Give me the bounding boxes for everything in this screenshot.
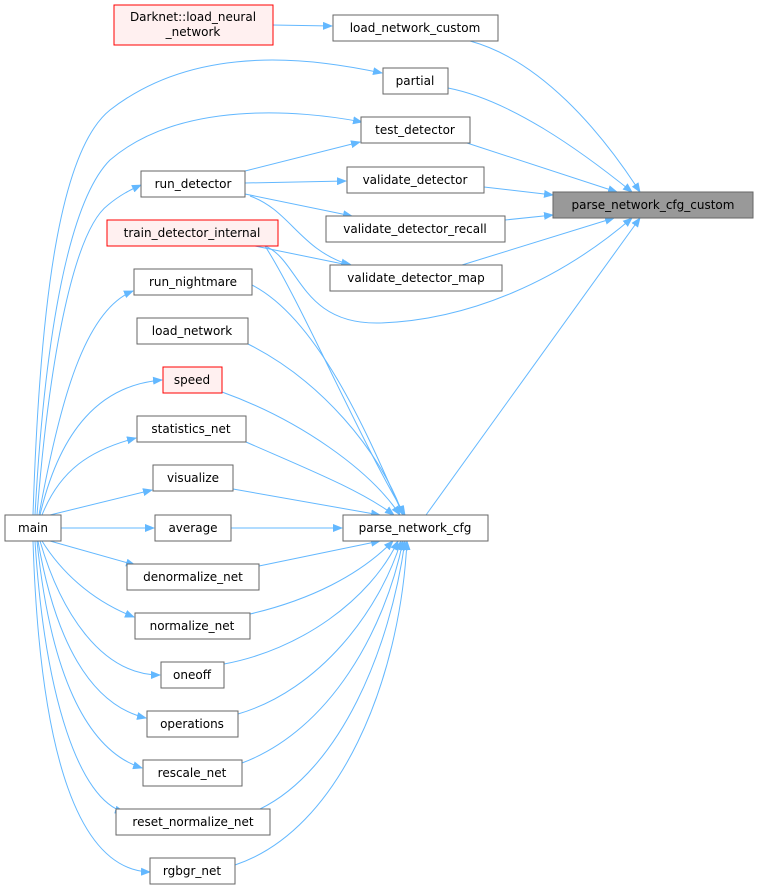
edge bbox=[232, 488, 381, 518]
edge bbox=[469, 40, 641, 193]
edge bbox=[425, 217, 641, 516]
svg-text:reset_normalize_net: reset_normalize_net bbox=[132, 815, 253, 829]
node-speed[interactable]: speed bbox=[162, 366, 223, 394]
edge bbox=[244, 193, 353, 219]
svg-text:partial: partial bbox=[396, 74, 435, 88]
node-train-detector-internal[interactable]: train_detector_internal bbox=[106, 219, 279, 247]
svg-text:oneoff: oneoff bbox=[173, 668, 212, 682]
edge bbox=[461, 216, 615, 266]
svg-text:run_nightmare: run_nightmare bbox=[149, 275, 237, 289]
edge bbox=[49, 488, 153, 516]
svg-text:test_detector: test_detector bbox=[375, 123, 455, 137]
node-validate-detector-map[interactable]: validate_detector_map bbox=[329, 264, 503, 292]
svg-text:validate_detector_recall: validate_detector_recall bbox=[343, 222, 487, 236]
edge bbox=[249, 540, 394, 615]
edge bbox=[247, 343, 404, 516]
node-rescale-net[interactable]: rescale_net bbox=[142, 759, 243, 787]
edge bbox=[32, 59, 383, 516]
edge bbox=[447, 87, 633, 193]
edge bbox=[41, 436, 137, 516]
node-run-detector[interactable]: run_detector bbox=[140, 170, 246, 198]
svg-text:parse_network_cfg_custom: parse_network_cfg_custom bbox=[572, 198, 735, 212]
edge bbox=[41, 540, 135, 618]
node-oneoff[interactable]: oneoff bbox=[160, 661, 225, 689]
edge bbox=[264, 245, 406, 516]
node-load-network[interactable]: load_network bbox=[136, 317, 249, 345]
edge bbox=[38, 290, 134, 516]
svg-text:main: main bbox=[18, 521, 48, 535]
node-reset-normalize-net[interactable]: reset_normalize_net bbox=[115, 808, 271, 836]
edge bbox=[251, 284, 404, 516]
edge bbox=[244, 140, 361, 172]
edge bbox=[37, 540, 147, 720]
edge bbox=[237, 540, 403, 715]
edge bbox=[49, 540, 136, 567]
edge bbox=[258, 538, 381, 567]
svg-text:Darknet::load_neural: Darknet::load_neural bbox=[130, 10, 256, 24]
node-partial[interactable]: partial bbox=[382, 67, 449, 95]
svg-text:run_detector: run_detector bbox=[155, 177, 232, 191]
svg-text:load_network: load_network bbox=[152, 324, 232, 338]
edge bbox=[36, 184, 142, 516]
edge bbox=[504, 211, 554, 221]
node-parse-network-cfg-custom[interactable]: parse_network_cfg_custom bbox=[552, 191, 754, 219]
svg-text:average: average bbox=[168, 521, 217, 535]
svg-text:rgbgr_net: rgbgr_net bbox=[163, 864, 221, 878]
svg-text:load_network_custom: load_network_custom bbox=[350, 21, 481, 35]
node-run-nightmare[interactable]: run_nightmare bbox=[133, 268, 253, 296]
edge bbox=[34, 540, 125, 814]
edge bbox=[271, 21, 333, 30]
edge bbox=[249, 195, 351, 267]
edge bbox=[241, 540, 406, 764]
edges bbox=[32, 21, 641, 876]
svg-text:train_detector_internal: train_detector_internal bbox=[124, 226, 261, 240]
nodes: Darknet::load_neural _network load_netwo… bbox=[4, 4, 754, 885]
svg-text:validate_detector_map: validate_detector_map bbox=[347, 271, 485, 285]
edge bbox=[34, 112, 363, 516]
node-validate-detector-recall[interactable]: validate_detector_recall bbox=[325, 215, 506, 243]
node-darknet-load-neural-network[interactable]: Darknet::load_neural _network bbox=[113, 4, 274, 46]
svg-text:statistics_net: statistics_net bbox=[151, 422, 230, 436]
node-load-network-custom[interactable]: load_network_custom bbox=[332, 14, 499, 42]
node-average[interactable]: average bbox=[154, 514, 232, 542]
svg-text:rescale_net: rescale_net bbox=[158, 766, 227, 780]
svg-text:operations: operations bbox=[160, 717, 224, 731]
node-normalize-net[interactable]: normalize_net bbox=[134, 612, 251, 640]
edge bbox=[244, 177, 347, 186]
edge bbox=[234, 540, 411, 866]
node-rgbgr-net[interactable]: rgbgr_net bbox=[149, 857, 236, 885]
edge bbox=[259, 540, 408, 810]
edge bbox=[39, 540, 161, 679]
node-denormalize-net[interactable]: denormalize_net bbox=[126, 563, 260, 591]
edge bbox=[466, 142, 618, 194]
edge bbox=[36, 540, 143, 770]
svg-text:validate_detector: validate_detector bbox=[363, 173, 468, 187]
svg-text:denormalize_net: denormalize_net bbox=[143, 570, 243, 584]
edge bbox=[32, 540, 151, 876]
node-validate-detector[interactable]: validate_detector bbox=[346, 166, 485, 194]
node-main[interactable]: main bbox=[4, 514, 62, 542]
edge bbox=[483, 186, 554, 198]
svg-text:visualize: visualize bbox=[167, 471, 219, 485]
node-parse-network-cfg[interactable]: parse_network_cfg bbox=[342, 514, 489, 542]
node-statistics-net[interactable]: statistics_net bbox=[136, 415, 247, 443]
edge bbox=[245, 441, 395, 516]
svg-text:normalize_net: normalize_net bbox=[150, 619, 235, 633]
node-visualize[interactable]: visualize bbox=[152, 464, 234, 492]
node-test-detector[interactable]: test_detector bbox=[360, 116, 471, 144]
edge bbox=[254, 245, 354, 269]
edge bbox=[223, 540, 399, 665]
svg-text:speed: speed bbox=[174, 373, 210, 387]
node-operations[interactable]: operations bbox=[146, 710, 239, 738]
edge bbox=[39, 376, 163, 516]
edge bbox=[264, 217, 633, 324]
edge bbox=[221, 391, 401, 516]
svg-text:parse_network_cfg: parse_network_cfg bbox=[359, 521, 472, 535]
svg-text:_network: _network bbox=[165, 25, 221, 39]
